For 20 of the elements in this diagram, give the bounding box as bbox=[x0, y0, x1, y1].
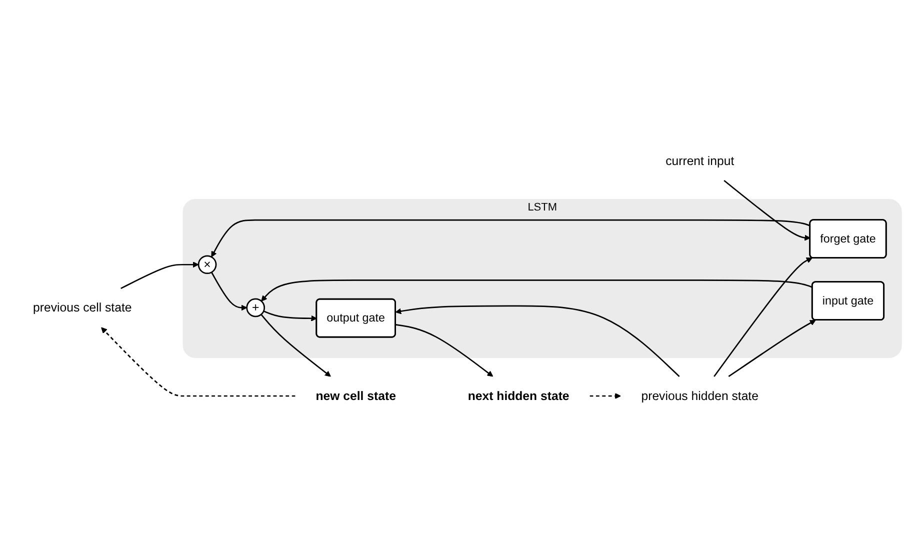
arrow bbox=[120, 262, 199, 290]
node-text: new cell state bbox=[316, 388, 396, 403]
arrow bbox=[396, 324, 494, 377]
arrow bbox=[590, 392, 621, 400]
node-text: next hidden state bbox=[468, 388, 570, 403]
arrow bbox=[261, 280, 813, 302]
node-text: previous hidden state bbox=[641, 388, 758, 403]
arrow bbox=[211, 219, 810, 258]
arrow bbox=[724, 180, 810, 241]
node-circle: + bbox=[246, 298, 266, 318]
arrow bbox=[714, 258, 812, 377]
node-text: current input bbox=[666, 154, 734, 168]
arrow bbox=[210, 272, 248, 311]
node-circle: × bbox=[198, 255, 217, 274]
arrow bbox=[395, 305, 680, 377]
arrow bbox=[728, 320, 816, 378]
arrow bbox=[260, 314, 331, 377]
node-text: previous cell state bbox=[33, 300, 132, 314]
arrow bbox=[263, 310, 318, 322]
arrow bbox=[101, 327, 296, 397]
